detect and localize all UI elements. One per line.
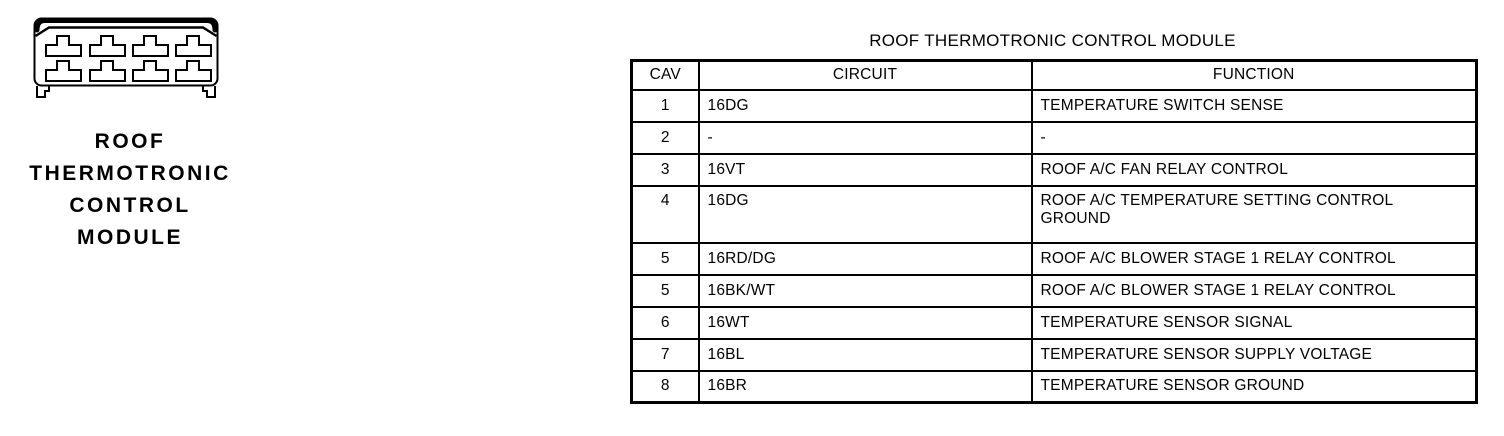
connector-label: ROOF THERMOTRONIC CONTROL MODULE bbox=[0, 126, 260, 254]
table-row: 3 16VT ROOF A/C FAN RELAY CONTROL bbox=[630, 152, 1478, 187]
table-title: ROOF THERMOTRONIC CONTROL MODULE bbox=[869, 31, 1236, 50]
cav-cell: 8 bbox=[630, 369, 700, 404]
cav-cell: 7 bbox=[630, 337, 700, 372]
function-cell: ROOF A/C TEMPERATURE SETTING CONTROL GRO… bbox=[1030, 184, 1478, 244]
circuit-cell: 16WT bbox=[697, 305, 1033, 340]
column-header-circuit: CIRCUIT bbox=[697, 59, 1033, 91]
function-cell: TEMPERATURE SENSOR SIGNAL bbox=[1030, 305, 1478, 340]
column-header-function: FUNCTION bbox=[1030, 59, 1478, 91]
circuit-cell: 16DG bbox=[697, 88, 1033, 123]
function-cell: - bbox=[1030, 120, 1478, 155]
header-row: CAV CIRCUIT FUNCTION bbox=[630, 59, 1478, 91]
table-row: 2 - - bbox=[630, 120, 1478, 155]
connector-8-cavity-icon bbox=[33, 17, 219, 98]
circuit-cell: - bbox=[697, 120, 1033, 155]
connector-label-line: CONTROL bbox=[69, 194, 191, 217]
cav-cell: 6 bbox=[630, 305, 700, 340]
function-cell: ROOF A/C FAN RELAY CONTROL bbox=[1030, 152, 1478, 187]
function-cell: ROOF A/C BLOWER STAGE 1 RELAY CONTROL bbox=[1030, 273, 1478, 308]
connector-label-line: MODULE bbox=[77, 226, 183, 249]
function-cell: ROOF A/C BLOWER STAGE 1 RELAY CONTROL bbox=[1030, 241, 1478, 276]
table-row: 1 16DG TEMPERATURE SWITCH SENSE bbox=[630, 88, 1478, 123]
circuit-cell: 16RD/DG bbox=[697, 241, 1033, 276]
cav-cell: 2 bbox=[630, 120, 700, 155]
function-cell: TEMPERATURE SWITCH SENSE bbox=[1030, 88, 1478, 123]
connector-label-line: ROOF bbox=[94, 130, 166, 153]
function-cell: TEMPERATURE SENSOR GROUND bbox=[1030, 369, 1478, 404]
cav-cell: 3 bbox=[630, 152, 700, 187]
circuit-cell: 16BR bbox=[697, 369, 1033, 404]
pinout-table: CAV CIRCUIT FUNCTION 1 16DG TEMPERATURE … bbox=[630, 59, 1478, 404]
circuit-cell: 16BL bbox=[697, 337, 1033, 372]
cav-cell: 5 bbox=[630, 241, 700, 276]
table-row: 4 16DG ROOF A/C TEMPERATURE SETTING CONT… bbox=[630, 184, 1478, 244]
circuit-cell: 16VT bbox=[697, 152, 1033, 187]
table-row: 5 16BK/WT ROOF A/C BLOWER STAGE 1 RELAY … bbox=[630, 273, 1478, 308]
function-cell: TEMPERATURE SENSOR SUPPLY VOLTAGE bbox=[1030, 337, 1478, 372]
table-row: 7 16BL TEMPERATURE SENSOR SUPPLY VOLTAGE bbox=[630, 337, 1478, 372]
cav-cell: 5 bbox=[630, 273, 700, 308]
table-row: 8 16BR TEMPERATURE SENSOR GROUND bbox=[630, 369, 1478, 404]
table-row: 6 16WT TEMPERATURE SENSOR SIGNAL bbox=[630, 305, 1478, 340]
table-row: 5 16RD/DG ROOF A/C BLOWER STAGE 1 RELAY … bbox=[630, 241, 1478, 276]
circuit-cell: 16BK/WT bbox=[697, 273, 1033, 308]
cav-cell: 4 bbox=[630, 184, 700, 244]
cav-cell: 1 bbox=[630, 88, 700, 123]
connector-label-line: THERMOTRONIC bbox=[29, 162, 231, 185]
column-header-cav: CAV bbox=[630, 59, 700, 91]
circuit-cell: 16DG bbox=[697, 184, 1033, 244]
